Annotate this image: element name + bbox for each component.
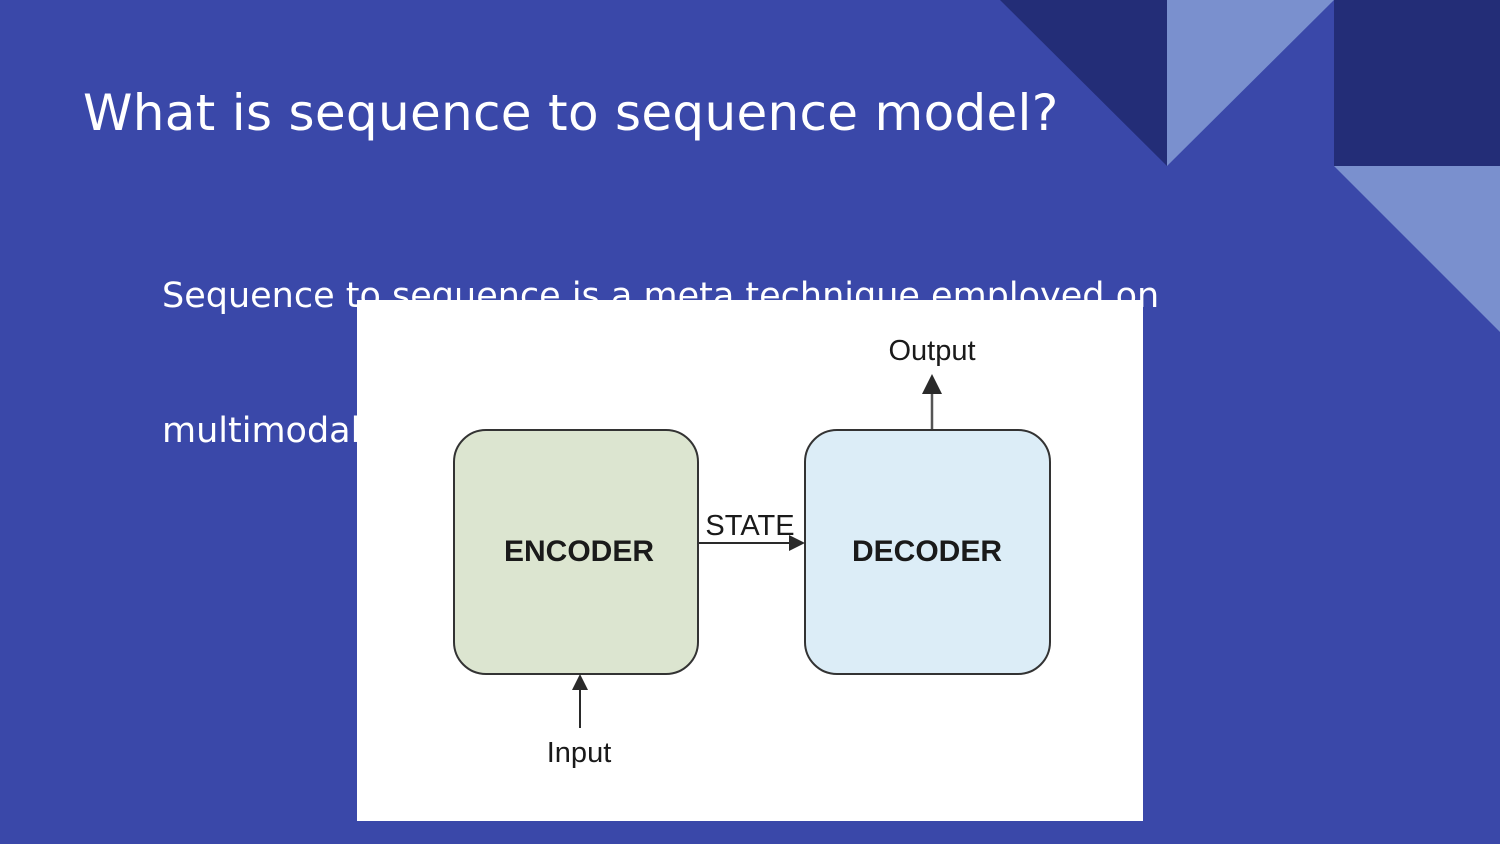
decoder-box	[804, 429, 1051, 675]
output-label: Output	[888, 335, 975, 367]
encoder-decoder-diagram: ENCODER DECODER STATE Input Output	[357, 300, 1143, 821]
input-label: Input	[547, 737, 612, 769]
state-label: STATE	[705, 510, 794, 542]
corner-triangle-dark-left	[1000, 0, 1167, 166]
corner-triangle-light-right	[1334, 166, 1500, 332]
encoder-label: ENCODER	[504, 535, 654, 568]
corner-square-dark	[1334, 0, 1500, 166]
slide-title: What is sequence to sequence model?	[83, 84, 1059, 142]
corner-triangle-light	[1167, 0, 1334, 166]
decoder-label: DECODER	[852, 535, 1002, 568]
